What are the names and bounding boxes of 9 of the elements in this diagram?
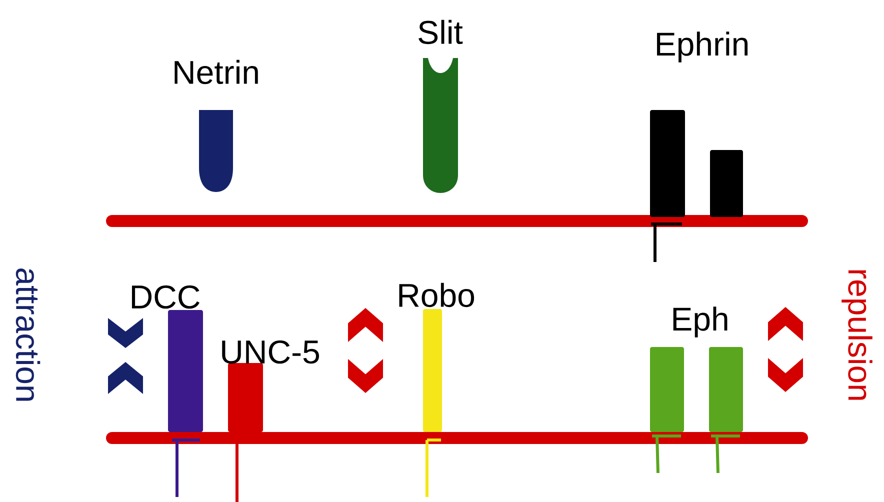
side-label: attraction [16,268,40,401]
protein-label: Ephrin [657,32,748,62]
protein-label: Netrin [174,60,258,84]
protein-label: Eph [673,306,728,338]
protein-label: Robo [399,282,474,308]
side-label: repulsion [842,270,872,400]
protein-label: Slit [418,20,463,44]
protein-label: UNC-5 [222,340,320,364]
protein-label: DCC [132,285,200,309]
